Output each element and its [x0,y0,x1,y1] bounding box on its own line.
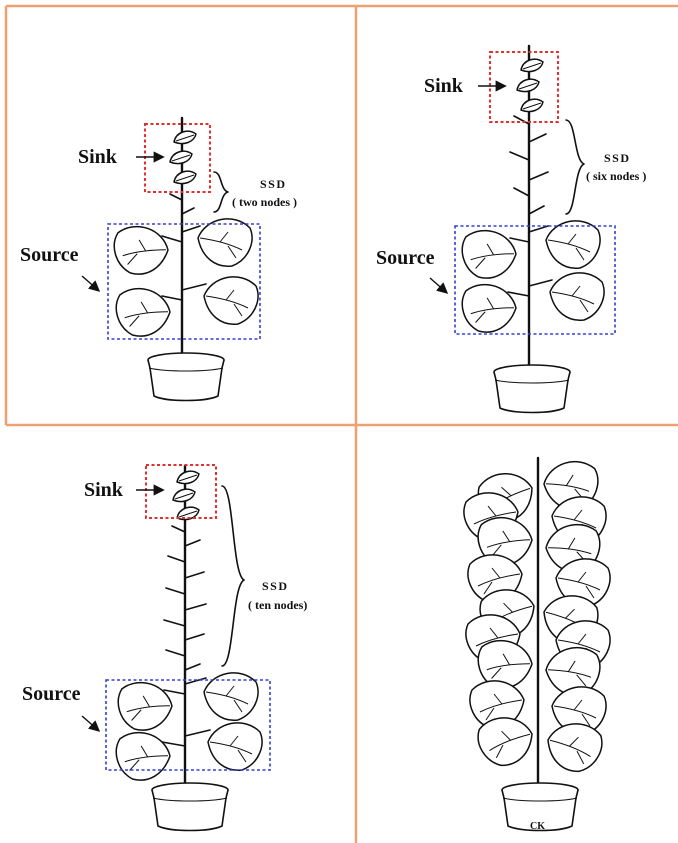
panel-two-nodes: Sink Source SSD ( two nodes ) [20,118,297,401]
panel-six-nodes: Sink Source SSD ( six nodes ) [376,46,646,413]
plant-illustration [459,46,604,413]
ssd-brace [566,120,584,214]
ssd-title: SSD [262,579,289,593]
source-label: Source [376,247,435,269]
source-arrow [82,276,98,290]
ssd-brace [222,486,244,666]
ssd-detail: ( two nodes ) [232,195,297,209]
panel-ten-nodes: Sink Source SSD ( ten nodes) [22,465,307,831]
ssd-title: SSD [260,177,287,191]
ssd-brace [214,172,228,212]
source-arrow [430,278,446,292]
plant-illustration [113,466,262,831]
source-arrow [82,716,98,730]
source-label: Source [20,244,79,266]
ck-caption: CK [530,821,545,832]
ssd-detail: ( six nodes ) [586,169,646,183]
sink-label: Sink [84,479,124,501]
sink-label: Sink [424,75,464,97]
sink-label: Sink [78,146,118,168]
ssd-title: SSD [604,151,631,165]
ssd-detail: ( ten nodes) [248,598,307,612]
panel-control: CK [464,458,610,832]
plant-illustration [464,458,610,831]
source-label: Source [22,683,81,705]
plant-illustration [111,118,258,401]
